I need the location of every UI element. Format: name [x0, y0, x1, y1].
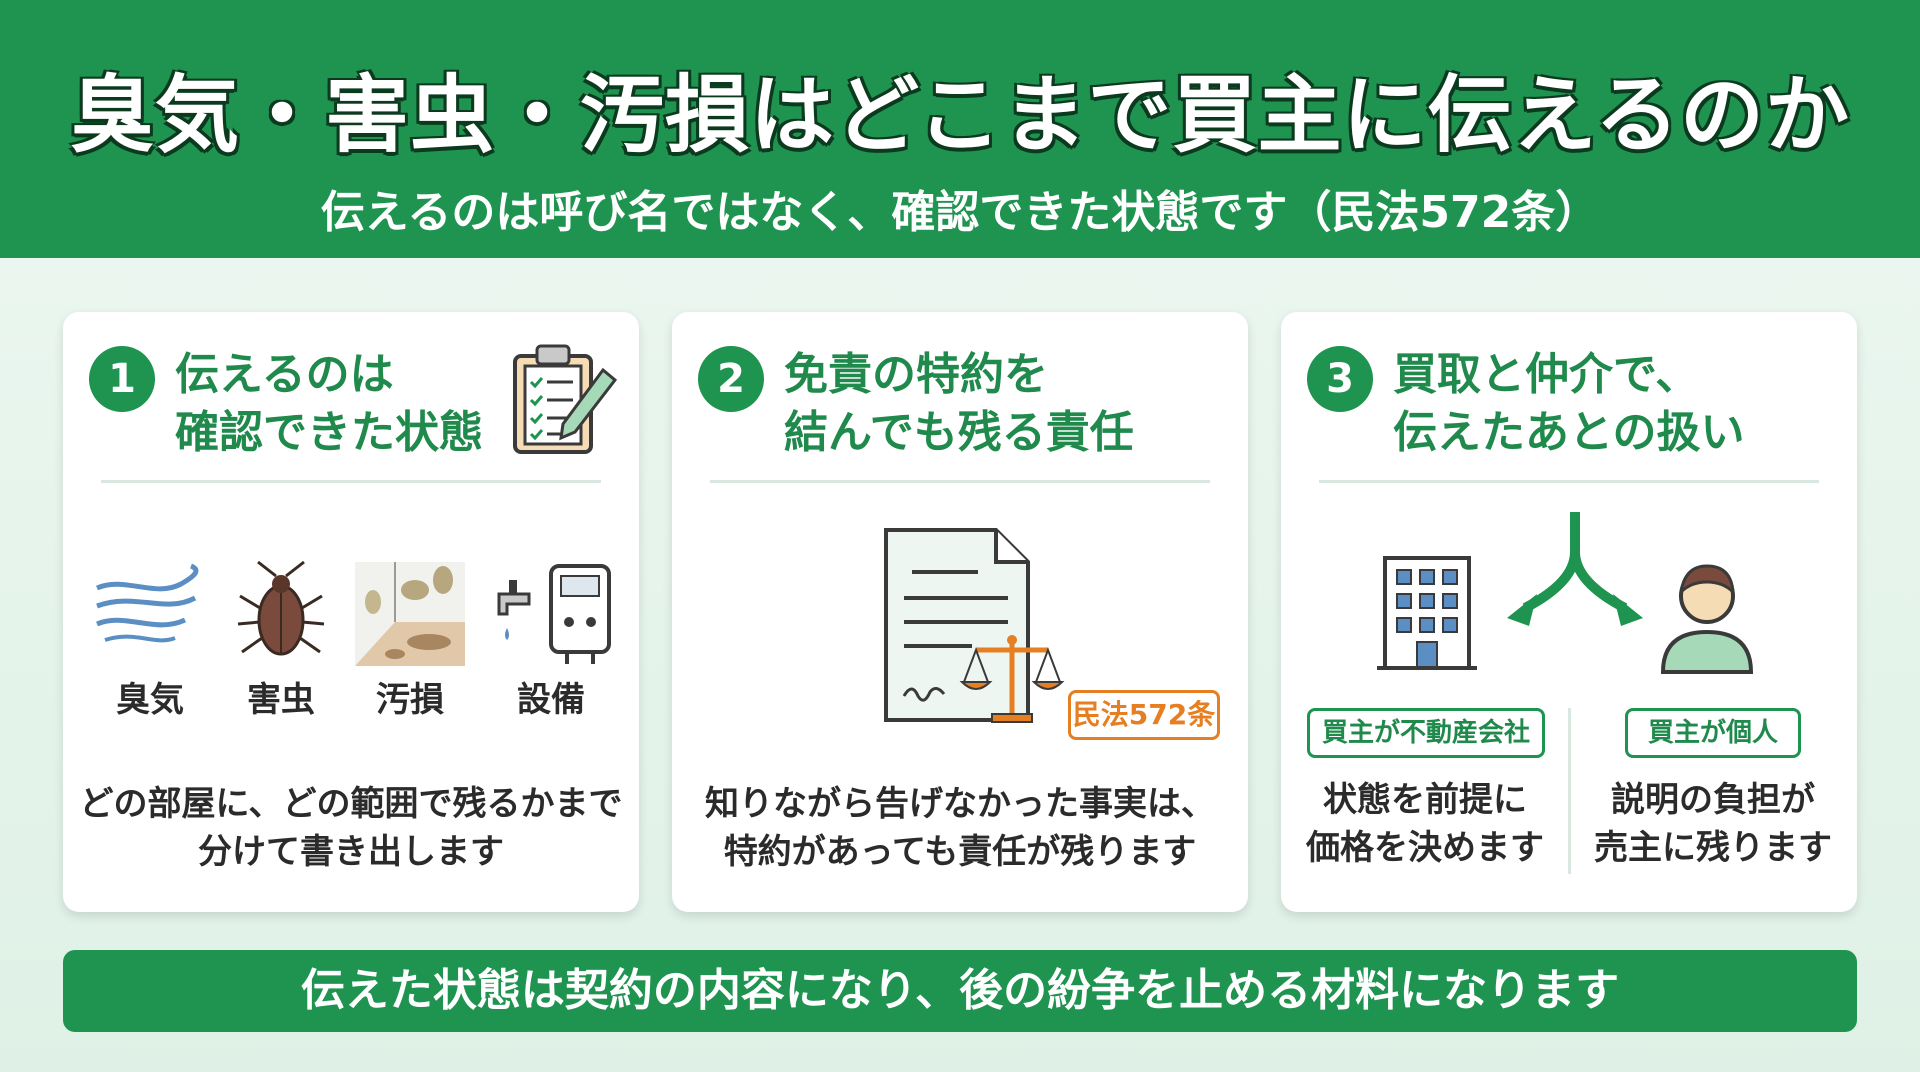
office-building-icon — [1377, 556, 1477, 670]
card-2-heading-line2: 結んでも残る責任 — [784, 407, 1134, 458]
card-1-body: どの部屋に、どの範囲で残るかまで 分けて書き出します — [63, 780, 639, 876]
card-2-body-line1: 知りながら告げなかった事実は、 — [705, 784, 1215, 824]
clipboard-checklist-icon — [513, 344, 618, 454]
scales-of-justice-icon — [959, 635, 1065, 723]
card-1-body-line1: どの部屋に、どの範囲で残るかまで — [79, 784, 623, 824]
card-3-left-line1: 状態を前提に — [1323, 780, 1527, 820]
contract-document-icon — [884, 528, 1030, 722]
card-1-heading-line1: 伝えるのは — [175, 349, 394, 400]
card-2-body-line2: 特約があっても責任が残ります — [723, 832, 1197, 872]
step-number-2: 2 — [698, 346, 764, 412]
card-1-heading: 伝えるのは 確認できた状態 — [175, 346, 483, 462]
icon-label-stain: 汚損 — [376, 680, 444, 720]
step-number-1: 1 — [89, 346, 155, 412]
stain-wall-icon — [355, 562, 465, 666]
card-3-heading: 買取と仲介で、 伝えたあとの扱い — [1393, 346, 1745, 462]
faucet-water-heater-icon — [497, 564, 611, 664]
split-arrow-icon — [1507, 512, 1643, 626]
card-1-body-line2: 分けて書き出します — [198, 832, 504, 872]
card-2-divider — [710, 480, 1210, 483]
card-2-body: 知りながら告げなかった事実は、 特約があっても責任が残ります — [672, 780, 1248, 876]
card-confirmed-condition: 1 伝えるのは 確認できた状態 — [63, 312, 639, 912]
header-banner: 臭気・害虫・汚損はどこまで買主に伝えるのか 伝えるのは呼び名ではなく、確認できた… — [0, 0, 1920, 258]
step-number-3: 3 — [1307, 346, 1373, 412]
card-3-left-line2: 価格を決めます — [1306, 828, 1544, 868]
icon-label-odor: 臭気 — [116, 680, 184, 720]
card-2-heading-line1: 免責の特約を — [784, 349, 1048, 400]
tag-buyer-company: 買主が不動産会社 — [1307, 708, 1545, 758]
card-2-heading: 免責の特約を 結んでも残る責任 — [784, 346, 1134, 462]
card-3-vertical-divider — [1568, 708, 1571, 874]
card-1-heading-line2: 確認できた状態 — [175, 407, 483, 458]
card-3-left-text: 状態を前提に 価格を決めます — [1287, 776, 1563, 872]
icon-label-pest: 害虫 — [247, 680, 315, 720]
page-subtitle: 伝えるのは呼び名ではなく、確認できた状態です（民法572条） — [320, 187, 1600, 238]
card-3-right-line1: 説明の負担が — [1611, 780, 1815, 820]
card-1-divider — [101, 480, 601, 483]
card-remaining-liability: 2 免責の特約を 結んでも残る責任 民法572条 知りながら告げなかった事実は、… — [672, 312, 1248, 912]
card-3-right-line2: 売主に残ります — [1594, 828, 1832, 868]
card-3-heading-line1: 買取と仲介で、 — [1393, 349, 1700, 400]
footer-banner: 伝えた状態は契約の内容になり、後の紛争を止める材料になります — [63, 950, 1857, 1032]
card-3-right-text: 説明の負担が 売主に残ります — [1575, 776, 1851, 872]
civil-code-badge: 民法572条 — [1068, 690, 1220, 740]
card-3-divider — [1319, 480, 1819, 483]
card-3-heading-line2: 伝えたあとの扱い — [1393, 407, 1745, 458]
tag-buyer-individual: 買主が個人 — [1625, 708, 1801, 758]
person-icon — [1660, 564, 1754, 674]
page-title: 臭気・害虫・汚損はどこまで買主に伝えるのか — [70, 66, 1850, 164]
card-purchase-vs-brokerage: 3 買取と仲介で、 伝えたあとの扱い 買主が不動産会社 買主が個人 状態を前提に… — [1281, 312, 1857, 912]
wind-odor-icon — [96, 563, 199, 643]
cockroach-icon — [237, 560, 325, 656]
icon-label-equipment: 設備 — [517, 680, 585, 720]
